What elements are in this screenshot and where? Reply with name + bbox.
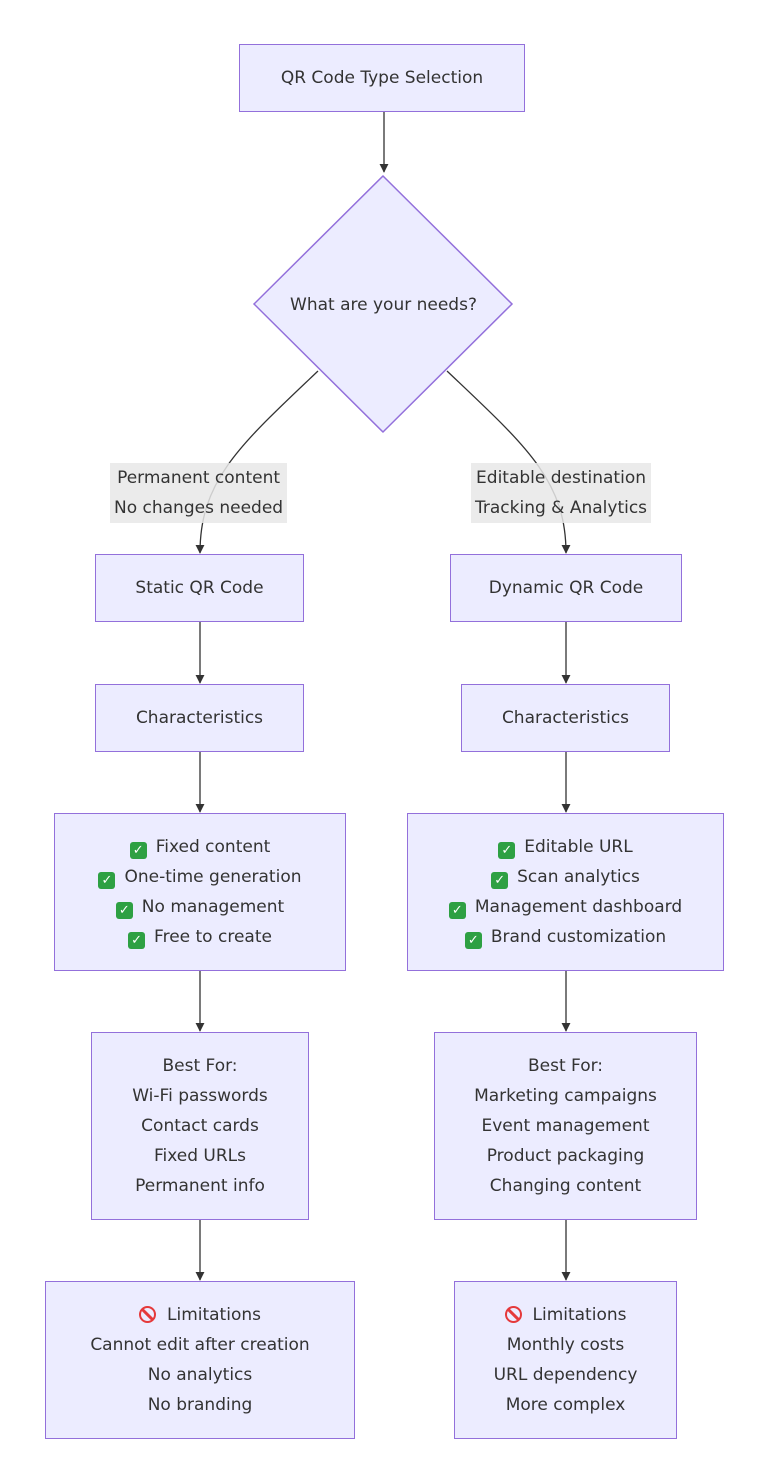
dynamic-qr-node: Dynamic QR Code (450, 554, 682, 622)
check-mark-icon: ✓ (128, 932, 146, 949)
edge-label-static: Permanent content No changes needed (110, 463, 288, 523)
feature-item: ✓Scan analytics (491, 862, 640, 892)
feature-item: ✓Management dashboard (448, 892, 682, 922)
feature-item: ✓One-time generation (98, 862, 302, 892)
feature-item: ✓Fixed content (129, 832, 270, 862)
prohibited-icon (139, 1306, 156, 1323)
static-characteristics-node: Characteristics (95, 684, 304, 752)
check-mark-icon: ✓ (448, 902, 466, 919)
feature-item: ✓Editable URL (498, 832, 633, 862)
prohibited-icon (504, 1306, 522, 1323)
dynamic-best-for-node: Best For: Marketing campaigns Event mana… (434, 1032, 697, 1220)
check-mark-icon: ✓ (115, 902, 133, 919)
dynamic-features-node: ✓Editable URL ✓Scan analytics ✓Managemen… (407, 813, 724, 971)
check-mark-icon: ✓ (98, 872, 116, 889)
static-qr-node: Static QR Code (95, 554, 304, 622)
limitations-heading: Limitations (504, 1300, 626, 1330)
feature-item: ✓Brand customization (464, 922, 666, 952)
feature-item: ✓No management (115, 892, 284, 922)
dynamic-limitations-node: Limitations Monthly costs URL dependency… (454, 1281, 677, 1439)
check-mark-icon: ✓ (129, 842, 147, 859)
decision-node-label: What are your needs? (290, 294, 477, 315)
start-node: QR Code Type Selection (239, 44, 525, 112)
static-features-node: ✓Fixed content ✓One-time generation ✓No … (54, 813, 346, 971)
feature-item: ✓Free to create (128, 922, 272, 952)
start-node-label: QR Code Type Selection (280, 68, 484, 88)
edge-decision-to-static (195, 370, 319, 554)
check-mark-icon: ✓ (498, 842, 516, 859)
static-best-for-node: Best For: Wi-Fi passwords Contact cards … (91, 1032, 309, 1220)
decision-node: What are your needs? (254, 175, 513, 434)
check-mark-icon: ✓ (491, 872, 509, 889)
dynamic-characteristics-node: Characteristics (461, 684, 670, 752)
edge-label-dynamic: Editable destination Tracking & Analytic… (471, 463, 652, 523)
edge-decision-to-dynamic (446, 370, 571, 554)
static-limitations-node: Limitations Cannot edit after creation N… (45, 1281, 355, 1439)
check-mark-icon: ✓ (464, 932, 482, 949)
limitations-heading: Limitations (139, 1300, 261, 1330)
decision-diamond-shape (252, 174, 514, 434)
